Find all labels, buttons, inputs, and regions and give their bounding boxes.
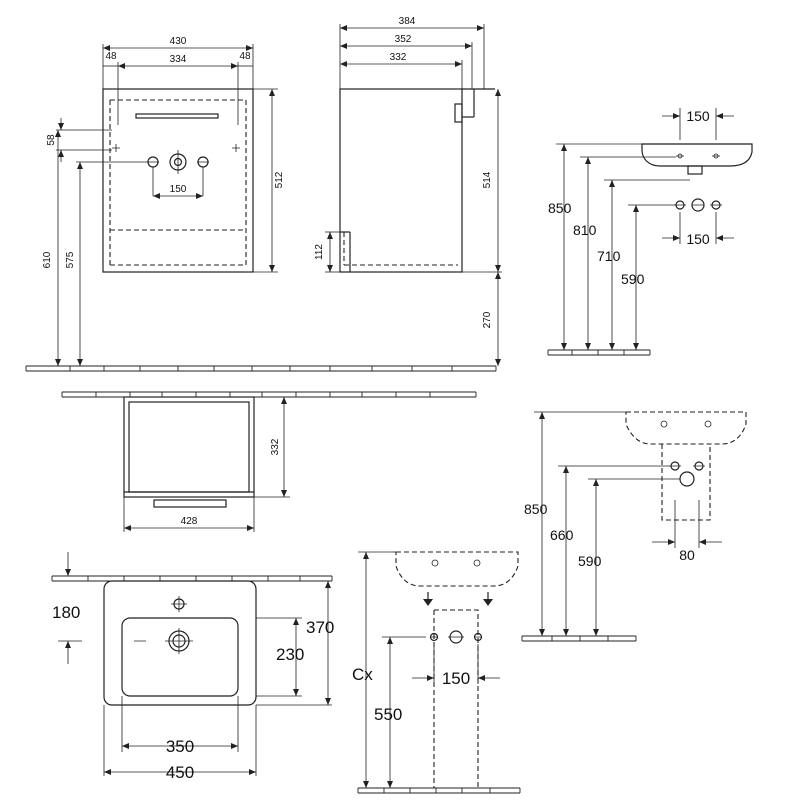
- dim-850-siphon: 850: [524, 501, 548, 517]
- dim-352: 352: [395, 34, 412, 45]
- wall-line-basin: [51, 575, 333, 582]
- drawer-handle-top: [153, 499, 227, 508]
- dim-cx: Cx: [352, 665, 373, 684]
- dim-550: 550: [374, 705, 402, 724]
- dim-48-right: 48: [239, 51, 251, 62]
- pedestal-view: 150 Cx 550: [352, 551, 521, 794]
- basin-top-view: 180 370 230 350 450: [51, 552, 334, 782]
- dim-112: 112: [314, 244, 325, 260]
- dim-590-siphon: 590: [578, 553, 602, 569]
- dim-710: 710: [597, 248, 621, 264]
- basin-side-view: 150 150 850 810 710 590: [547, 108, 753, 356]
- dim-48-left: 48: [105, 51, 117, 62]
- basin-outline-pedestal: [395, 551, 519, 587]
- dim-332: 332: [390, 52, 407, 63]
- basin-outer: [103, 580, 257, 706]
- dim-384: 384: [399, 16, 416, 27]
- dim-660: 660: [550, 527, 574, 543]
- wall-line-top: [61, 391, 477, 398]
- dim-270: 270: [482, 311, 493, 328]
- dim-150-holes: 150: [170, 184, 187, 195]
- floor-line: [25, 365, 497, 372]
- front-view: 430 48 48 334 150 58 610 575 512: [25, 36, 497, 372]
- dim-428: 428: [181, 516, 198, 527]
- floor-line-bottom: [357, 787, 521, 794]
- dim-58: 58: [46, 134, 57, 146]
- dim-430: 430: [170, 36, 187, 47]
- side-view: 384 352 332 112 514 270: [314, 16, 502, 366]
- dim-150-top: 150: [686, 108, 710, 124]
- dim-180: 180: [52, 603, 80, 622]
- pedestal-outline: [433, 609, 479, 788]
- dim-810: 810: [573, 222, 597, 238]
- cabinet-top: [123, 396, 255, 498]
- top-view: 332 428: [61, 391, 477, 532]
- siphon-view: 850 660 590 80: [521, 411, 747, 642]
- basin-bowl: [121, 617, 239, 697]
- dim-850: 850: [548, 200, 572, 216]
- basin-profile: [641, 143, 753, 167]
- arrow-down-right-icon: [483, 599, 493, 606]
- dim-332-depth: 332: [270, 438, 281, 455]
- dim-370: 370: [306, 618, 334, 637]
- cabinet-side: [339, 88, 463, 273]
- floor-line-right: [547, 349, 651, 356]
- floor-line-mid-right: [521, 635, 637, 642]
- arrow-down-left-icon: [423, 599, 433, 606]
- dim-610: 610: [42, 251, 53, 268]
- dim-514: 514: [482, 171, 493, 188]
- cabinet-front: [102, 88, 254, 273]
- dim-150-holes: 150: [686, 231, 710, 247]
- dim-334: 334: [170, 54, 187, 65]
- basin-outline: [625, 411, 747, 445]
- dim-450: 450: [166, 763, 194, 782]
- drawer-handle: [135, 113, 219, 119]
- dim-590: 590: [621, 271, 645, 287]
- dim-80: 80: [679, 547, 695, 563]
- dim-575: 575: [65, 251, 76, 268]
- siphon-outline: [661, 444, 711, 521]
- dim-150-pedestal: 150: [442, 669, 470, 688]
- dim-512: 512: [274, 171, 285, 188]
- dim-350: 350: [166, 737, 194, 756]
- dim-230: 230: [276, 645, 304, 664]
